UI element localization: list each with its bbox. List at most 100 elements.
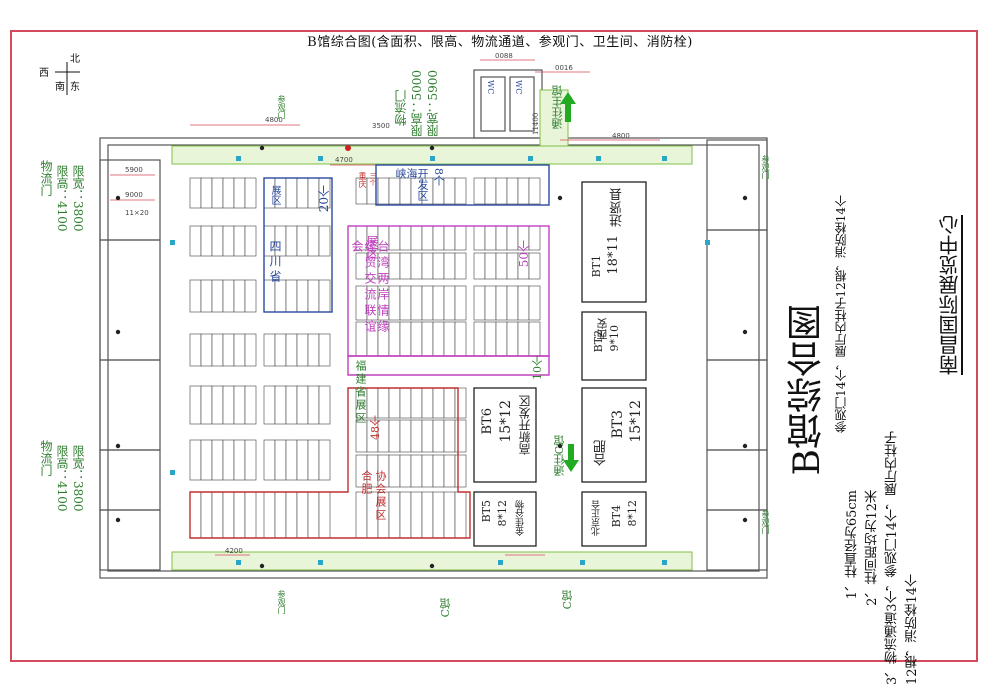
booth-cell [443,387,456,419]
dim-label: 0016 [555,64,573,72]
taiwan-zone-tag: 展区 [365,235,379,259]
booth-cell [388,491,401,539]
booth-cell [399,419,412,453]
booth-cell [432,252,445,280]
booth-cell [244,491,257,539]
booth-cell [454,177,467,205]
dim-label: 4800 [265,116,283,124]
gate-height-label: 限高：4100 [55,445,69,512]
door-marker [705,240,710,245]
taiwan-label: 台湾两岸情缘经贸交流联谊会 [350,240,390,336]
booth-cell [222,177,235,209]
booth-cell [517,177,530,205]
booth-grid [189,177,541,539]
visit-door-label: 参观门 [761,510,770,534]
door-marker [430,156,435,161]
booth-cell [473,252,486,280]
hefei-label-city: 合肥 [360,470,373,496]
booth-cell [484,225,497,251]
booth-cell [244,279,257,313]
booth-cell [222,279,235,313]
booth-cell [274,439,287,481]
booth-cell [263,333,276,367]
visit-door-label: 参观门 [277,95,286,119]
gate-width-label: 限宽：3800 [71,165,85,232]
booth-cell [222,439,235,481]
booth-cell [200,491,213,539]
booth-cell [263,491,276,539]
column-dot [557,195,563,201]
booth-cell [388,454,401,488]
booth-cell [285,439,298,481]
booth-cell [399,387,412,419]
booth-cell [189,385,202,425]
booth-cell [222,385,235,425]
booth-cell [421,387,434,419]
booth-cell [473,321,486,357]
booth-cell [517,285,530,321]
booth-cell [296,177,309,209]
booth-cell [318,385,331,425]
booth-cell [454,225,467,251]
booth-cell [200,279,213,313]
booth-cell [443,321,456,357]
booth-cell [421,454,434,488]
fujian-count: 10个 [531,355,544,380]
booth-cell [432,454,445,488]
fujian-zone-outline [347,355,550,376]
booth-cell [432,225,445,251]
booth-cell [318,279,331,313]
booth-cell [233,279,246,313]
booth-cell [285,333,298,367]
booth-cell [189,225,202,257]
booth-cell [443,454,456,488]
booth-cell [244,333,257,367]
bt6-code: BT6 [480,408,495,435]
column-dot [742,329,748,335]
bt5-code: BT5 [480,500,493,523]
note-1: 1、柱直径为65cm [845,490,860,600]
bt5-size: 8*12 [496,500,509,527]
booth-cell [454,419,467,453]
arrows [560,92,579,472]
booth-cell [421,285,434,321]
booth-cell [410,419,423,453]
bt2-box [581,311,647,381]
booth-cell [528,285,541,321]
booth-cell [274,491,287,539]
haixia-char-2: 海 [405,168,418,179]
sichuan-count: 20个 [317,185,331,213]
bt5-box [473,491,537,547]
bt3-size: 15*12 [628,400,644,443]
booth-cell [244,385,257,425]
booth-cell [495,177,508,205]
booth-cell [399,454,412,488]
gate-width-label: 限宽：3800 [71,445,85,512]
booth-cell [307,225,320,257]
gate-height-label: 限高：5000 [410,70,424,137]
dim-label: 0088 [495,52,513,60]
booth-cell [200,439,213,481]
gate-height-label: 限高：4100 [55,165,69,232]
stats-line: 参观门14个，展厅内柱子12根，消防栓14个 [834,195,848,433]
bt2-org: 西安 [596,318,609,340]
booth-cell [410,252,423,280]
note-2: 2、柱间距均为12米 [865,490,880,606]
booth-cell [211,385,224,425]
bt3-code: BT3 [610,410,626,439]
compass-north: 北 [70,53,80,65]
compass-south: 南 [55,80,65,93]
booth-cell [200,225,213,257]
booth-cell [296,333,309,367]
booth-cell [399,225,412,251]
marker-dot [345,145,351,151]
booth-cell [222,225,235,257]
booth-cell [473,285,486,321]
booth-cell [484,321,497,357]
bt6-box [473,387,537,483]
booth-cell [421,419,434,453]
note-3: 3、物流通道3个，参观门14个，展厅内柱子12根，消防栓14个 [885,430,920,685]
booth-cell [454,454,467,488]
bt6-size: 15*12 [498,400,514,443]
